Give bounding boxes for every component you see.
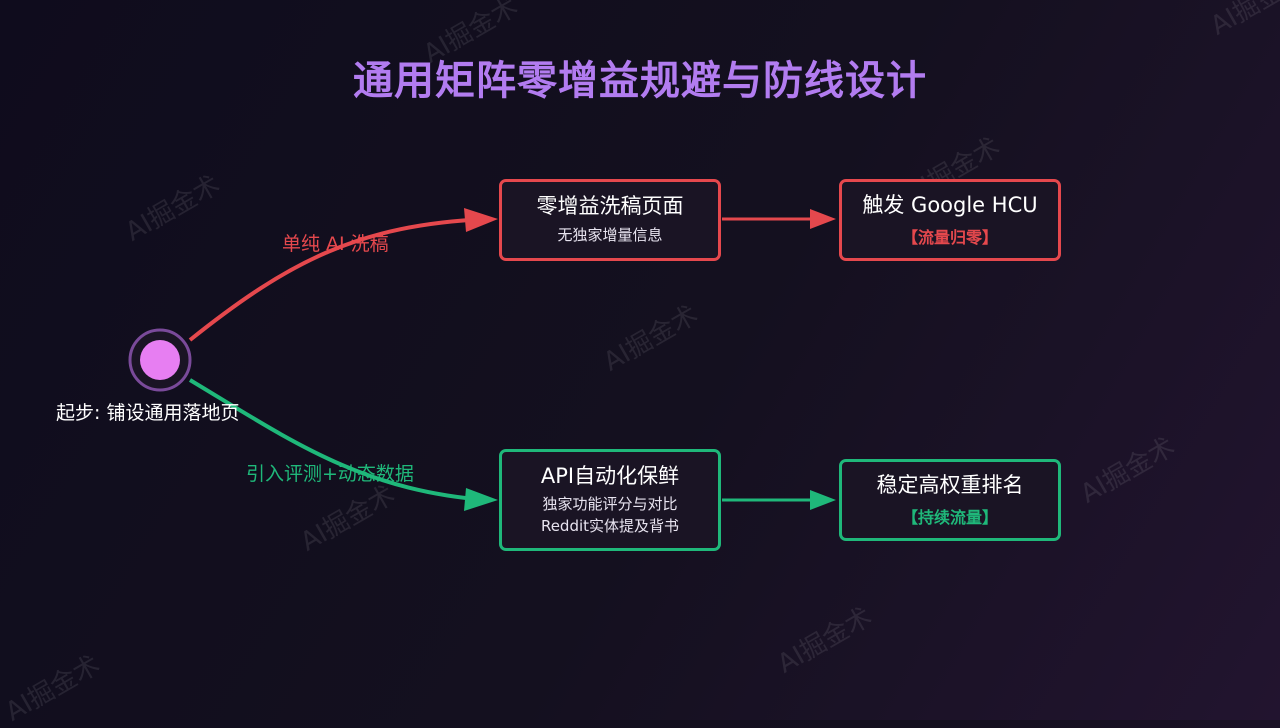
stable-ranking-tag: 【持续流量】 xyxy=(901,507,998,527)
api-refresh-sub-line2: Reddit实体提及背书 xyxy=(540,516,680,535)
api-refresh-sub-line1: 独家功能评分与对比 xyxy=(542,494,678,513)
green-edge-label: 引入评测+动态数据 xyxy=(246,463,414,485)
red-curve-arrow xyxy=(188,217,487,342)
api-refresh-title: API自动化保鲜 xyxy=(540,463,680,488)
zero-gain-sub: 无独家增量信息 xyxy=(557,225,663,244)
green-curve-arrowhead xyxy=(464,488,498,511)
zero-gain-title: 零增益洗稿页面 xyxy=(536,194,684,219)
api-refresh-sub: 独家功能评分与对比 Reddit实体提及背书 xyxy=(541,494,679,538)
start-node xyxy=(140,340,180,380)
red-edge-label: 单纯 AI 洗稿 xyxy=(282,233,389,255)
green-straight-arrowhead xyxy=(810,490,836,510)
red-curve-arrowhead xyxy=(464,208,498,232)
green-curve-arrow xyxy=(188,378,487,502)
stable-ranking-box: 稳定高权重排名 【持续流量】 xyxy=(839,459,1061,541)
start-label: 起步: 铺设通用落地页 xyxy=(56,402,240,424)
red-straight-arrowhead xyxy=(810,209,836,229)
api-refresh-box: API自动化保鲜 独家功能评分与对比 Reddit实体提及背书 xyxy=(499,449,721,551)
page-title: 通用矩阵零增益规避与防线设计 xyxy=(353,58,927,104)
hcu-title: 触发 Google HCU xyxy=(862,193,1038,218)
hcu-box: 触发 Google HCU 【流量归零】 xyxy=(839,179,1061,261)
zero-gain-box: 零增益洗稿页面 无独家增量信息 xyxy=(499,179,721,261)
hcu-tag: 【流量归零】 xyxy=(901,227,998,247)
stable-ranking-title: 稳定高权重排名 xyxy=(876,473,1024,498)
